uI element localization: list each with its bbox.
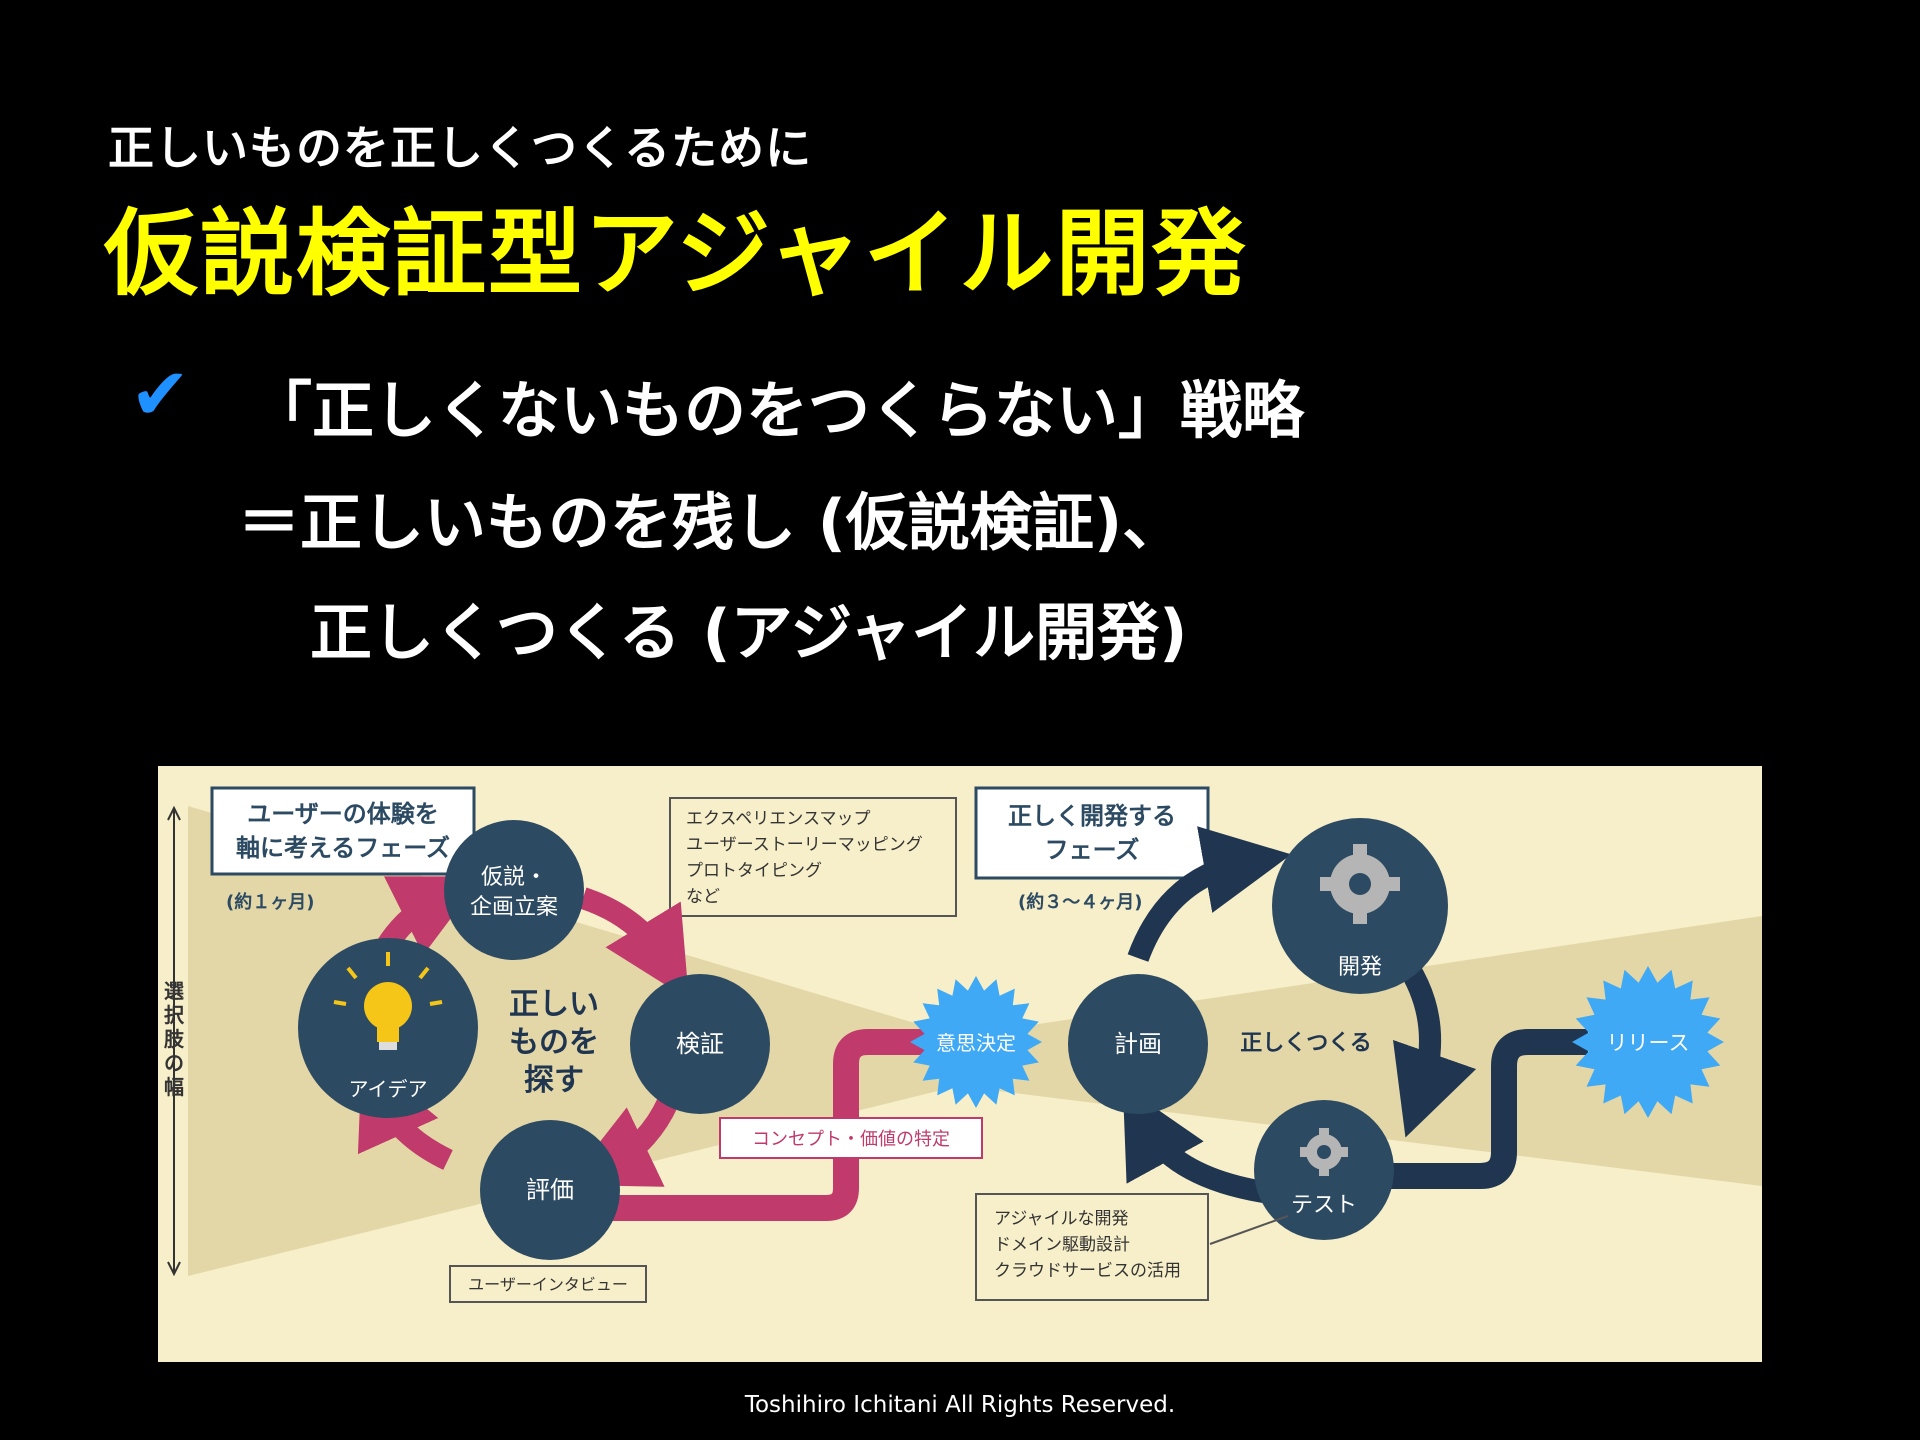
interview-box	[449, 1265, 647, 1303]
axis-label-char: 肢	[164, 1027, 185, 1051]
test-label: テスト	[1291, 1193, 1357, 1218]
gear-icon-small	[1300, 1128, 1348, 1176]
navy-connector	[1354, 1029, 1588, 1189]
bullet-line-2: ＝正しいものを残し (仮説検証)、	[238, 486, 1185, 559]
page-title: 仮説検証型アジャイル開発	[104, 200, 1248, 309]
cycle2-arrow-plan-to-develop	[1127, 826, 1292, 962]
phase2-label-line2: フェーズ	[1045, 836, 1140, 864]
center1-line3: 探す	[524, 1063, 584, 1098]
evaluation-node	[480, 1120, 620, 1260]
callout-line	[1209, 1215, 1289, 1245]
hypothesis-label-line1: 仮説・	[481, 865, 547, 890]
copyright-footer: Toshihiro Ichitani All Rights Reserved.	[744, 1392, 1176, 1418]
process-diagram: 選 択 肢 の 幅 ユーザーの体験を 軸に考えるフェーズ (約１ヶ月) エクスペ…	[158, 766, 1762, 1362]
validation-node	[630, 974, 770, 1114]
phase1-duration: (約１ヶ月)	[226, 891, 314, 913]
center1-line1: 正しい	[509, 987, 599, 1022]
bullet-line-3: 正しくつくる (アジャイル開発)	[310, 596, 1188, 669]
develop-label: 開発	[1338, 955, 1382, 980]
tools-item: プロトタイピング	[686, 861, 822, 881]
phase1-label-line1: ユーザーの体験を	[247, 800, 439, 828]
tools-box-1	[669, 797, 957, 917]
release-starburst	[1572, 966, 1724, 1118]
idea-label: アイデア	[349, 1077, 428, 1101]
decision-label: 意思決定	[936, 1031, 1016, 1055]
tools-box-2	[975, 1193, 1209, 1301]
center2-label: 正しくつくる	[1240, 1031, 1372, 1056]
phase2-duration: (約３〜４ヶ月)	[1018, 891, 1142, 913]
phase1-label-line2: 軸に考えるフェーズ	[236, 834, 450, 862]
gear-icon	[1320, 844, 1400, 924]
hypothesis-node	[444, 820, 584, 960]
hypothesis-label-line2: 企画立案	[470, 895, 558, 920]
checkmark-icon: ✔	[130, 352, 191, 436]
phase1-label-box	[210, 786, 476, 876]
axis-label-char: 幅	[164, 1075, 184, 1099]
validation-label: 検証	[676, 1030, 724, 1058]
subtitle: 正しいものを正しくつくるために	[108, 121, 813, 175]
cycle1-arrow-validation-to-evaluation	[566, 1097, 679, 1187]
axis-label-char: の	[164, 1051, 184, 1075]
phase2-label-line1: 正しく開発する	[1008, 802, 1176, 830]
plan-label: 計画	[1114, 1030, 1162, 1058]
tools-item: ドメイン駆動設計	[994, 1235, 1130, 1255]
bullet-line-1: 「正しくないものをつくらない」戦略	[250, 374, 1305, 447]
interview-label: ユーザーインタビュー	[468, 1275, 628, 1294]
decision-starburst	[910, 976, 1042, 1108]
axis-label-char: 選	[164, 979, 184, 1003]
center1-line2: ものを	[509, 1025, 599, 1060]
concept-label: コンセプト・価値の特定	[752, 1129, 950, 1150]
tools-item: ユーザーストーリーマッピング	[686, 835, 923, 855]
phase2-label-box	[974, 786, 1210, 880]
evaluation-label: 評価	[526, 1176, 574, 1204]
plan-node	[1068, 974, 1208, 1114]
tools-item: エクスペリエンスマップ	[686, 809, 870, 829]
funnel-left	[188, 806, 958, 1276]
cycle1-arrow-hypothesis-to-validation	[579, 887, 689, 1000]
tools-item: アジャイルな開発	[994, 1209, 1128, 1229]
lightbulb-icon	[333, 952, 443, 1050]
tools-item: など	[686, 887, 720, 907]
axis-label-char: 択	[164, 1003, 185, 1027]
axis-arrow-bottom	[167, 1261, 181, 1277]
release-label: リリース	[1607, 1031, 1690, 1055]
concept-box	[719, 1117, 983, 1159]
funnel-right	[958, 916, 1762, 1186]
axis-arrow-top	[167, 805, 181, 821]
tools-item: クラウドサービスの活用	[994, 1261, 1181, 1281]
